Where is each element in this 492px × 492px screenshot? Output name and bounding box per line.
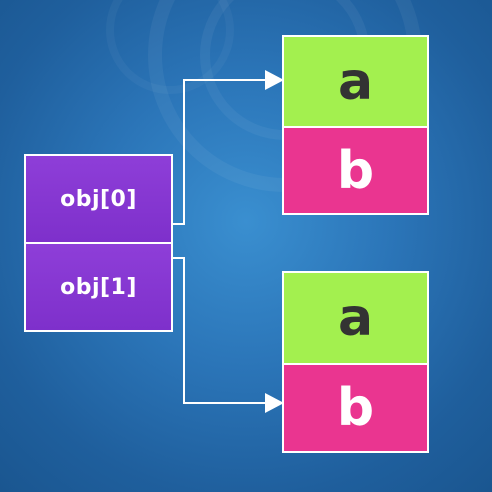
object1-field-a: a xyxy=(282,35,429,128)
arrow-obj0-to-object1 xyxy=(172,79,268,225)
array-cell-label: obj[1] xyxy=(60,274,137,300)
field-label: a xyxy=(337,51,374,112)
array-cell-obj0: obj[0] xyxy=(24,154,173,244)
field-label: a xyxy=(337,288,374,348)
object1-field-b: b xyxy=(282,126,429,215)
array-cell-obj1: obj[1] xyxy=(24,242,173,332)
array-cell-label: obj[0] xyxy=(60,186,137,212)
object2-field-a: a xyxy=(282,271,429,365)
arrowhead-object1 xyxy=(265,70,284,90)
arrow-obj1-to-object2 xyxy=(172,257,268,404)
field-label: b xyxy=(336,378,375,438)
field-label: b xyxy=(336,140,375,201)
arrowhead-object2 xyxy=(265,393,284,413)
object2-field-b: b xyxy=(282,363,429,453)
